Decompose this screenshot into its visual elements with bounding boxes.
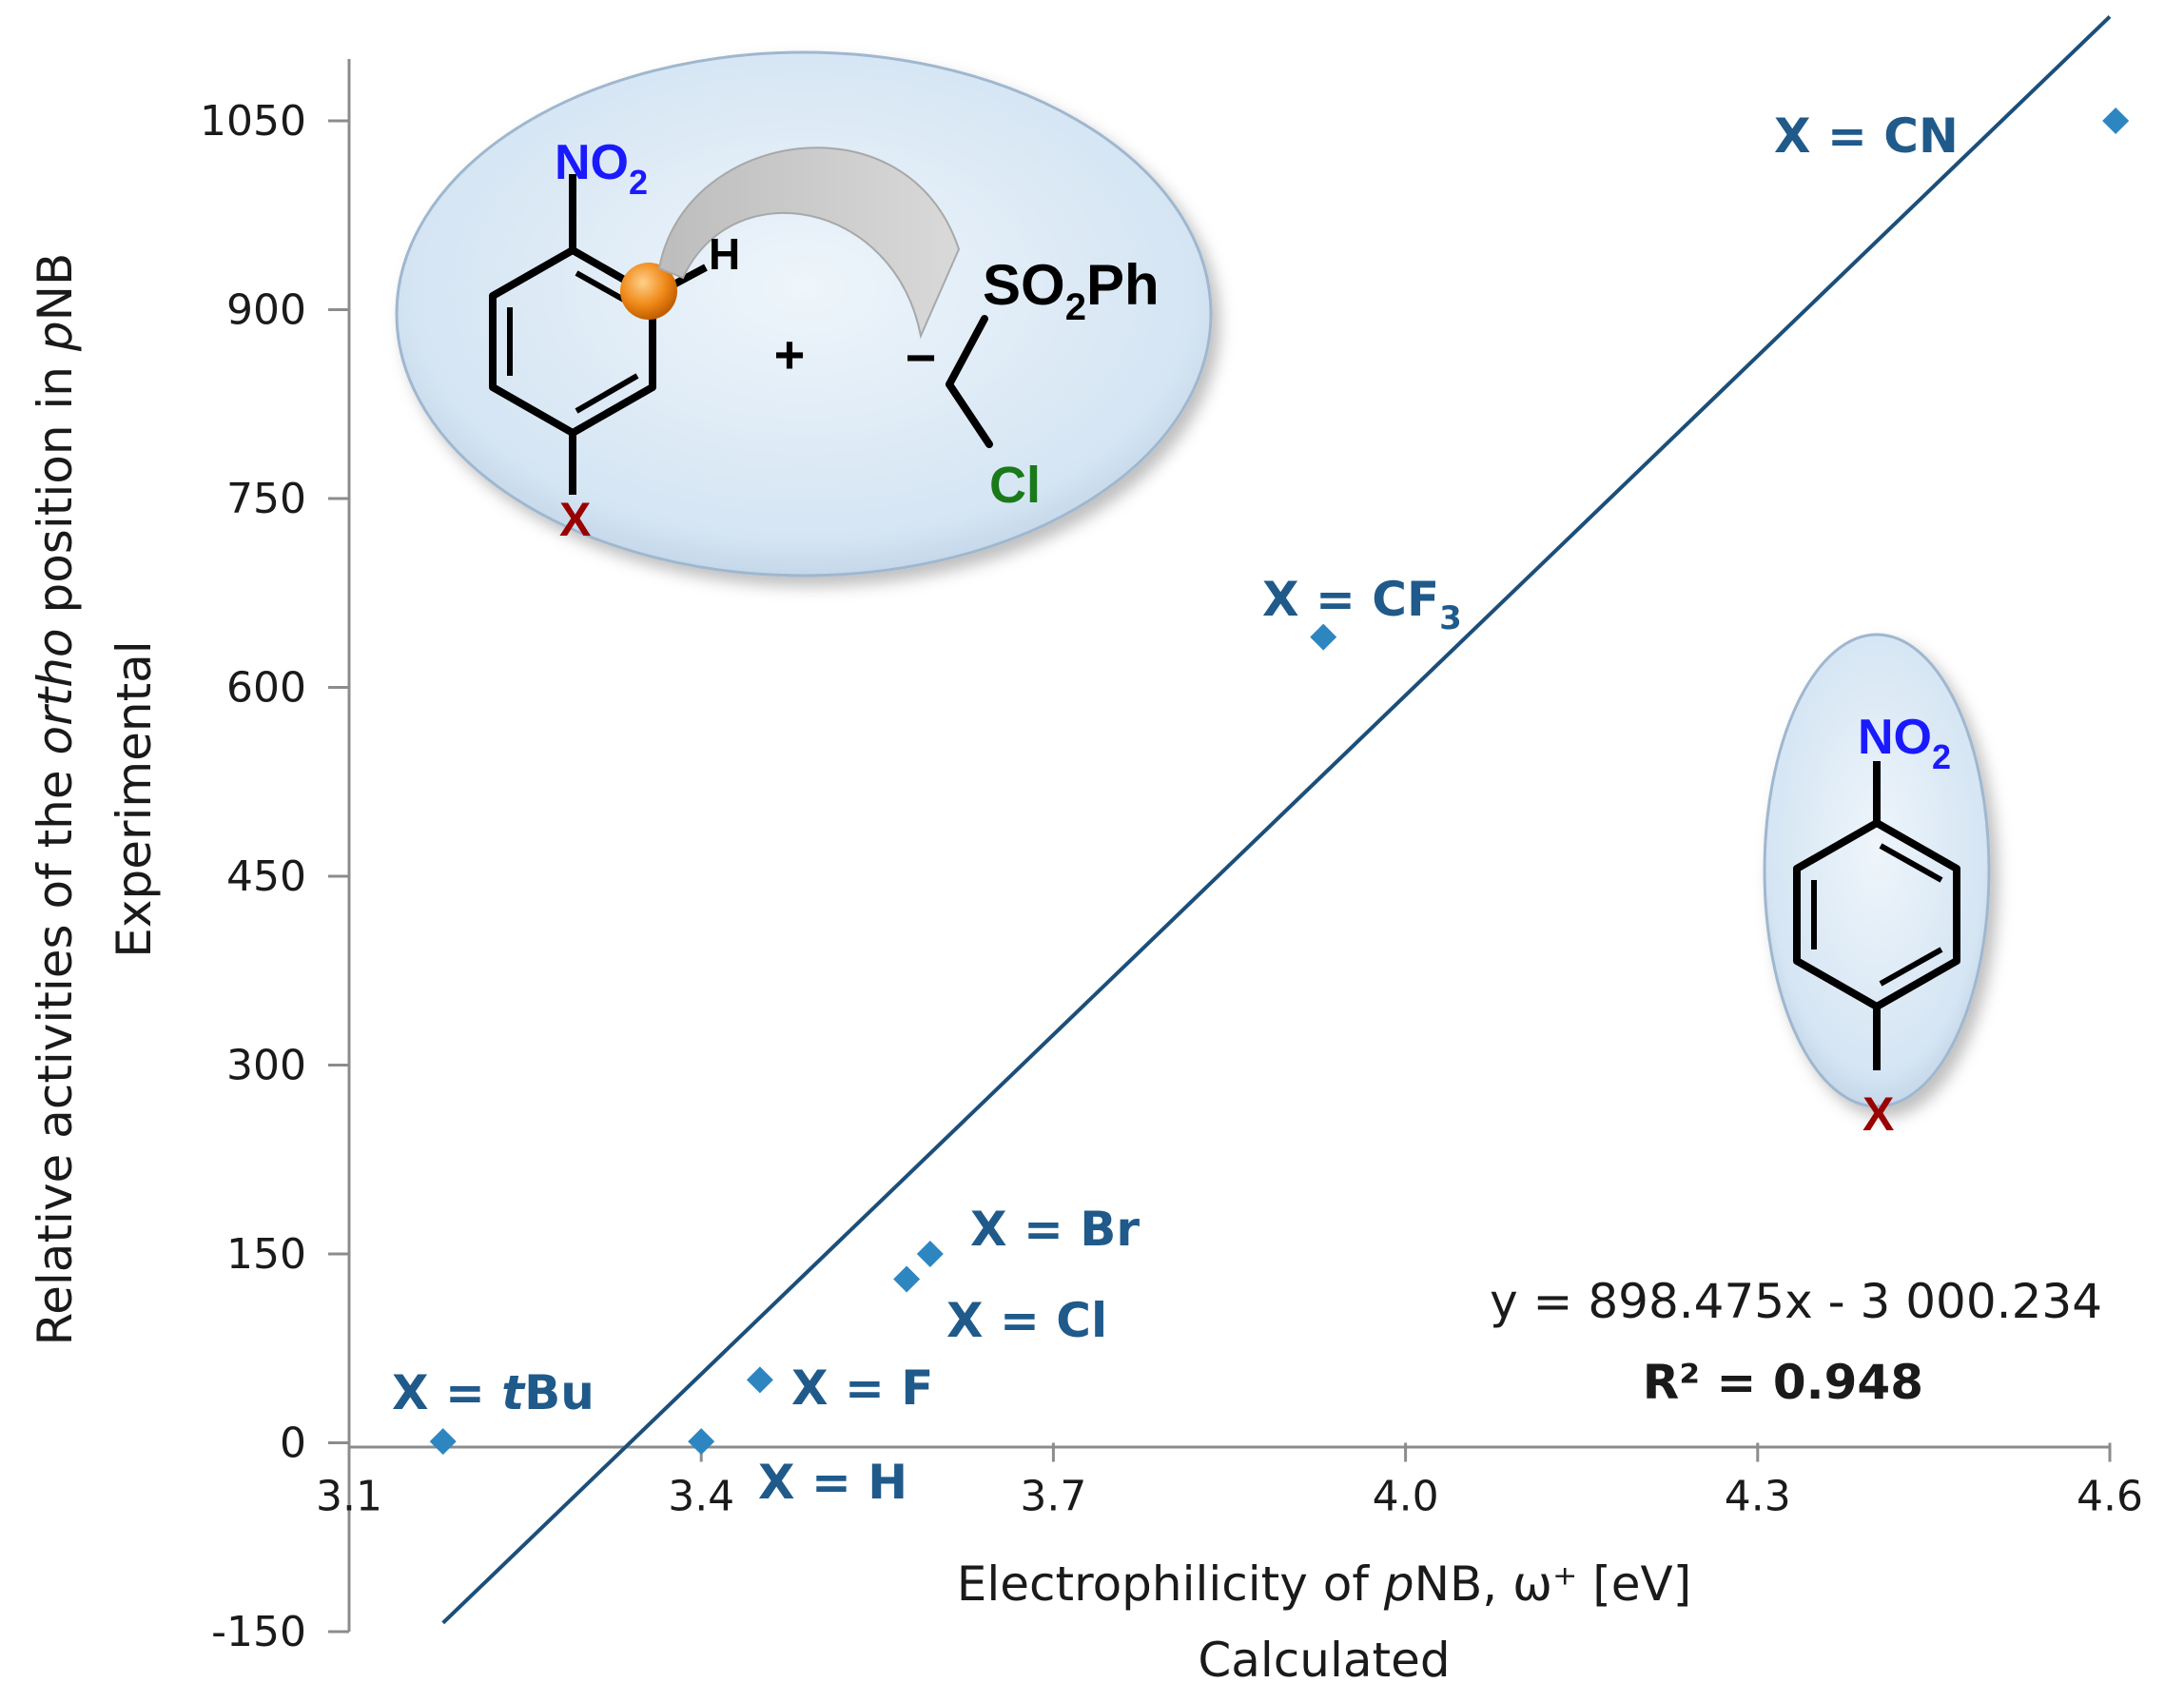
scheme-ellipse xyxy=(395,50,1213,577)
data-point-marker xyxy=(688,1428,715,1456)
data-point-marker xyxy=(746,1366,773,1394)
x-axis-title-line2: Calculated xyxy=(1198,1633,1450,1688)
label-f: X = F xyxy=(791,1360,933,1416)
attack-arrow xyxy=(657,147,961,340)
y-tick-label: 450 xyxy=(226,852,306,901)
minus-sign: − xyxy=(906,327,937,387)
sulfonyl-label: SO2Ph xyxy=(983,253,1160,328)
plus-sign: + xyxy=(774,324,806,384)
substituent-x-label: X xyxy=(559,493,591,546)
trend-equation: y = 898.475x - 3 000.234 xyxy=(1490,1274,2102,1329)
y-tick-label: 1050 xyxy=(200,97,306,146)
y-tick-label: 900 xyxy=(226,286,306,335)
x-tick-label: 3.7 xyxy=(1020,1473,1086,1521)
chlorine-label: Cl xyxy=(989,457,1041,514)
point-labels: X = tBu X = H X = F X = Cl X = Br X = CF… xyxy=(392,108,1959,1510)
data-point-marker xyxy=(2102,108,2130,134)
inset-x-label: X xyxy=(1862,1087,1894,1141)
y-axis-title-line2: Experimental xyxy=(107,640,162,957)
x-tick-label: 3.4 xyxy=(668,1473,734,1521)
axes xyxy=(347,59,2110,1632)
y-ticks: -150 0 150 300 450 600 750 900 1050 xyxy=(200,97,349,1656)
y-tick-label: 0 xyxy=(280,1419,306,1468)
benzene-ring-inset xyxy=(1793,761,1960,1070)
x-axis-title: Electrophilicity of pNB, ω⁺ [eV] xyxy=(957,1556,1691,1612)
x-ticks: 3.1 3.4 3.7 4.0 4.3 4.6 xyxy=(316,1442,2143,1521)
data-point-marker xyxy=(1310,623,1337,651)
y-tick-label: 750 xyxy=(226,475,306,523)
y-axis-title: Relative activities of the ortho positio… xyxy=(28,253,83,1346)
carbanion-bonds xyxy=(946,315,993,448)
data-point-marker xyxy=(893,1265,921,1293)
label-cl: X = Cl xyxy=(946,1293,1107,1348)
data-point-marker xyxy=(916,1241,944,1267)
x-tick-label: 4.3 xyxy=(1725,1473,1791,1521)
label-cn: X = CN xyxy=(1774,108,1959,164)
r-squared: R² = 0.948 xyxy=(1643,1355,1923,1410)
data-point-marker xyxy=(429,1428,457,1456)
y-tick-label: 150 xyxy=(226,1230,306,1279)
y-tick-label: 600 xyxy=(226,664,306,713)
label-h: X = H xyxy=(758,1455,907,1510)
nitro-group-label: NO2 xyxy=(555,135,648,202)
inset-molecule: NO2 X xyxy=(1763,633,1991,1141)
inset-ellipse xyxy=(1763,633,1991,1108)
x-tick-label: 3.1 xyxy=(316,1473,382,1521)
reactive-site-marker xyxy=(620,263,677,320)
hydrogen-label: H xyxy=(709,229,740,279)
x-tick-label: 4.0 xyxy=(1373,1473,1439,1521)
label-br: X = Br xyxy=(970,1202,1140,1257)
x-tick-label: 4.6 xyxy=(2077,1473,2143,1521)
label-cf3: X = CF3 xyxy=(1262,572,1462,637)
y-tick-label: -150 xyxy=(211,1608,306,1656)
label-tbu: X = tBu xyxy=(392,1365,595,1420)
inset-nitro-label: NO2 xyxy=(1858,710,1951,776)
reaction-scheme: NO2 H X + − SO2Ph Cl xyxy=(395,50,1213,577)
y-tick-label: 300 xyxy=(226,1042,306,1090)
data-points xyxy=(429,108,2130,1456)
trendline xyxy=(441,15,2112,1625)
